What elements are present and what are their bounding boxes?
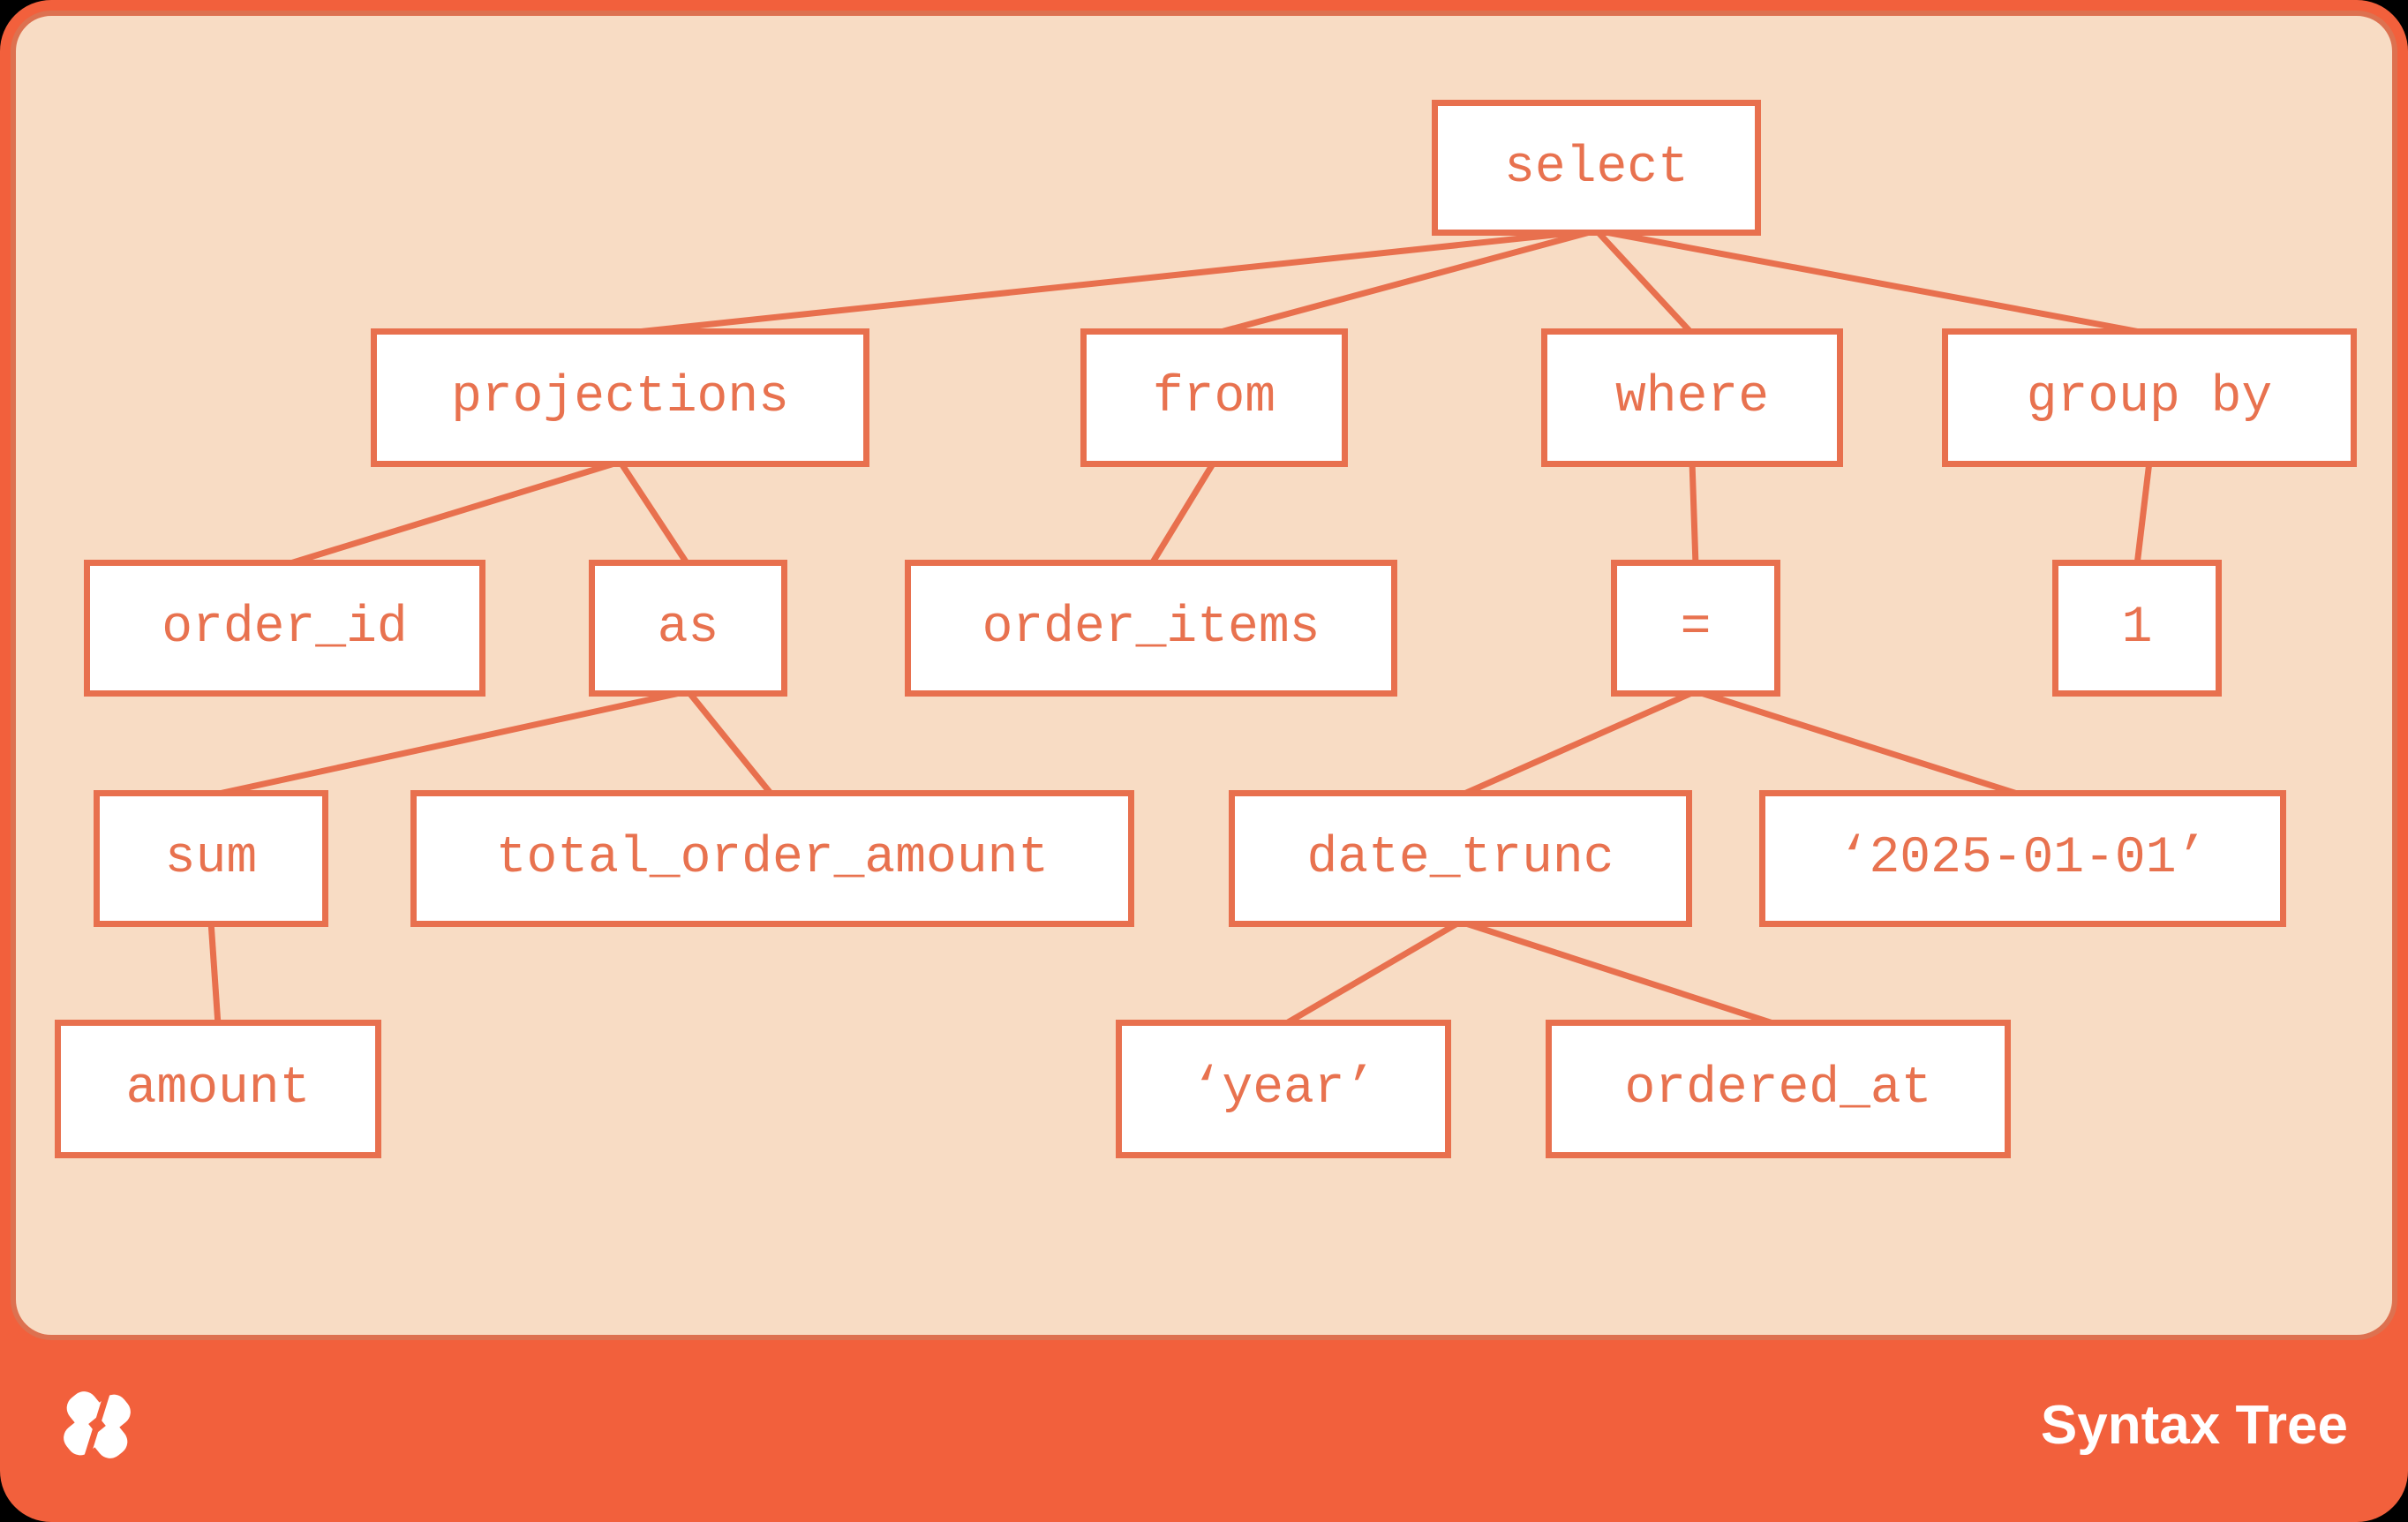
tree-node-sum: sum bbox=[94, 790, 328, 927]
edge-projections-as bbox=[617, 460, 691, 567]
tree-node-equals: = bbox=[1611, 560, 1780, 697]
edge-date-trunc-year-literal bbox=[1282, 918, 1463, 1028]
tree-node-group-by: group by bbox=[1942, 328, 2357, 467]
footer-bar: Syntax Tree bbox=[0, 1340, 2408, 1522]
tree-node-one: 1 bbox=[2052, 560, 2222, 697]
tree-node-projections: projections bbox=[371, 328, 869, 467]
tree-node-amount: amount bbox=[55, 1020, 381, 1158]
edge-select-projections bbox=[620, 227, 1597, 337]
tree-node-ordered-at: ordered_at bbox=[1546, 1020, 2011, 1158]
tree-node-date-trunc: date_trunc bbox=[1229, 790, 1692, 927]
footer-title: Syntax Tree bbox=[2040, 1394, 2348, 1456]
tree-node-where: where bbox=[1541, 328, 1843, 467]
edge-date-trunc-ordered-at bbox=[1459, 918, 1780, 1028]
edge-select-group-by bbox=[1595, 227, 2150, 337]
tree-node-date-literal: ‘2025-01-01’ bbox=[1759, 790, 2286, 927]
edge-select-where bbox=[1593, 228, 1695, 336]
tree-node-select: select bbox=[1432, 100, 1761, 236]
edge-group-by-one bbox=[2133, 461, 2153, 566]
tree-node-order-id: order_id bbox=[84, 560, 485, 697]
tree-node-year-literal: ‘year’ bbox=[1116, 1020, 1451, 1158]
edge-from-order-items bbox=[1148, 460, 1217, 567]
tree-node-total-order-amount: total_order_amount bbox=[410, 790, 1134, 927]
edge-as-sum bbox=[210, 688, 689, 799]
edge-projections-order-id bbox=[283, 458, 621, 569]
edge-equals-date-literal bbox=[1694, 688, 2024, 799]
edge-where-equals bbox=[1689, 461, 1699, 566]
tree-node-order-items: order_items bbox=[905, 560, 1397, 697]
edge-select-from bbox=[1213, 227, 1598, 337]
tree-node-from: from bbox=[1080, 328, 1348, 467]
edge-as-total-order-amount bbox=[685, 689, 775, 798]
pinwheel-x-logo-icon bbox=[64, 1390, 131, 1460]
tree-node-as: as bbox=[589, 560, 787, 697]
edge-sum-amount bbox=[207, 921, 222, 1026]
edge-equals-date-trunc bbox=[1459, 688, 1697, 799]
